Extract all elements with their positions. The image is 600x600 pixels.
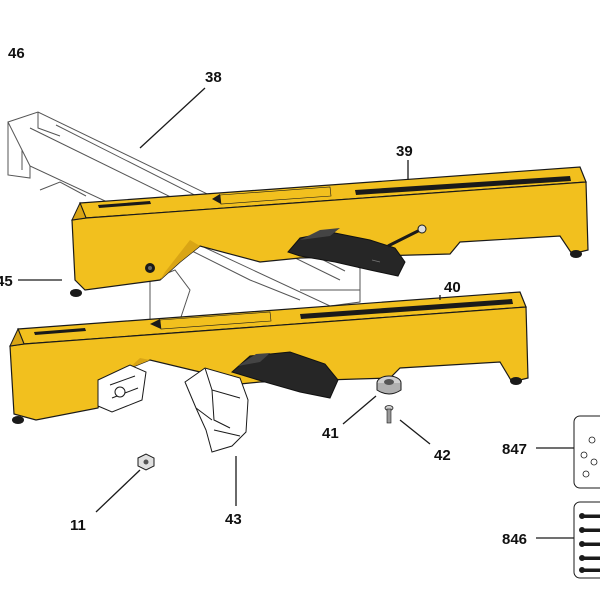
callout-46: 46 bbox=[8, 45, 25, 62]
callout-11: 11 bbox=[70, 517, 86, 534]
callout-38: 38 bbox=[205, 69, 222, 86]
small-nut-11 bbox=[137, 453, 155, 471]
warning-label-39 bbox=[212, 186, 332, 205]
callout-846: 846 bbox=[502, 531, 527, 548]
leader-lines bbox=[18, 87, 574, 539]
leader-38 bbox=[139, 87, 206, 149]
callout-41: 41 bbox=[322, 425, 339, 442]
hex-nut-41 bbox=[376, 375, 402, 395]
leader-42 bbox=[399, 419, 431, 445]
warning-label-40 bbox=[150, 311, 272, 330]
screw-42 bbox=[384, 405, 394, 424]
foot-40-right bbox=[510, 377, 522, 385]
leader-11 bbox=[95, 469, 141, 513]
callout-43: 43 bbox=[225, 511, 242, 528]
hardware-kit-847 bbox=[573, 415, 600, 489]
leader-41 bbox=[342, 395, 377, 425]
callout-40: 40 bbox=[444, 279, 461, 296]
foot-39-right bbox=[570, 250, 582, 258]
foot-39-left bbox=[70, 289, 82, 297]
clamp-clip-43 bbox=[184, 367, 249, 453]
foot-40-left bbox=[12, 416, 24, 424]
screw-kit-846 bbox=[573, 501, 600, 579]
hinge-block-40 bbox=[97, 364, 147, 413]
callout-42: 42 bbox=[434, 447, 451, 464]
callout-39: 39 bbox=[396, 143, 413, 160]
callout-45: 45 bbox=[0, 273, 13, 290]
clamp-lever-40 bbox=[231, 351, 339, 399]
callout-847: 847 bbox=[502, 441, 527, 458]
clamp-lever-39 bbox=[287, 224, 427, 277]
